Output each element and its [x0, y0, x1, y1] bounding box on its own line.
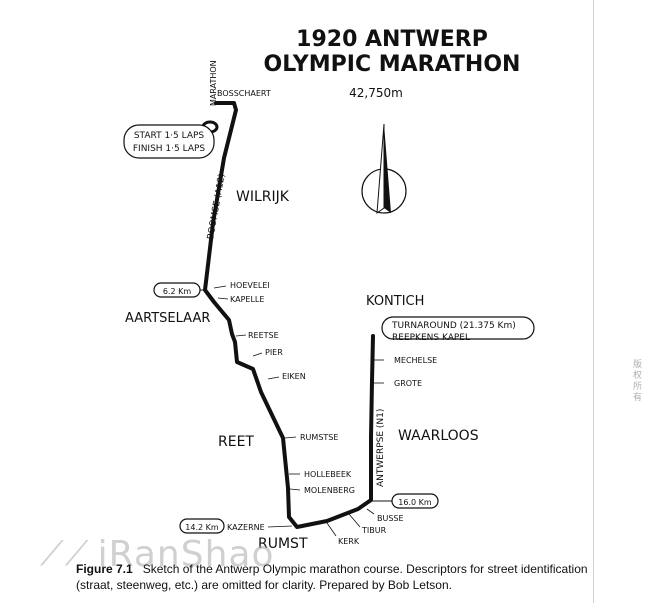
- figure-caption: Figure 7.1 Sketch of the Antwerp Olympic…: [76, 561, 596, 593]
- start-finish-callout: START 1·5 LAPS FINISH 1·5 LAPS: [123, 124, 215, 159]
- label-finish: FINISH 1·5 LAPS: [133, 144, 206, 154]
- street-eiken: EIKEN: [282, 372, 306, 381]
- course-distance: 42,750m: [349, 86, 403, 100]
- town-wilrijk: WILRIJK: [236, 189, 290, 205]
- figure-caption-text: Sketch of the Antwerp Olympic marathon c…: [76, 562, 588, 592]
- street-grote: GROTE: [394, 379, 422, 388]
- label-boomse: BOOMSE (A12): [206, 173, 227, 241]
- street-kazerne: KAZERNE: [227, 523, 265, 532]
- label-14-2-km: 14.2 Km: [185, 523, 219, 532]
- label-turnaround: TURNAROUND (21.375 Km): [391, 321, 516, 331]
- street-mechelse: MECHELSE: [394, 356, 437, 365]
- page-edge: [593, 0, 594, 603]
- marker-6-2-km: 6.2 Km: [153, 282, 201, 298]
- street-kapelle: KAPELLE: [230, 295, 264, 304]
- town-reet: REET: [218, 434, 254, 450]
- town-rumst: RUMST: [258, 536, 308, 552]
- label-16-0-km: 16.0 Km: [398, 498, 432, 507]
- north-arrow-icon: [361, 123, 407, 215]
- label-6-2-km: 6.2 Km: [163, 287, 192, 296]
- watermark-text: iRanShao: [97, 533, 275, 575]
- town-kontich: KONTICH: [366, 294, 424, 309]
- map-title-line2: OLYMPIC MARATHON: [264, 52, 521, 77]
- street-busse: BUSSE: [377, 514, 404, 523]
- town-waarloos: WAARLOOS: [398, 428, 479, 444]
- label-start: START 1·5 LAPS: [134, 131, 205, 141]
- label-bosschaert: BOSSCHAERT: [217, 89, 271, 98]
- street-molenberg: MOLENBERG: [304, 486, 355, 495]
- label-antwerpse: ANTWERPSE (N1): [376, 409, 386, 487]
- street-tibur: TIBUR: [361, 526, 387, 535]
- street-hoevelei: HOEVELEI: [230, 281, 270, 290]
- street-reetse: REETSE: [248, 331, 279, 340]
- street-rumstse: RUMSTSE: [300, 433, 338, 442]
- figure-label: Figure 7.1: [76, 562, 133, 576]
- side-note: 版权所有: [633, 360, 643, 403]
- town-aartselaar: AARTSELAAR: [125, 311, 210, 326]
- label-reepkens-kapel: REEPKENS KAPEL: [392, 333, 470, 343]
- watermark: ⟋⟋ iRanShao: [40, 532, 274, 576]
- course-route: [203, 101, 375, 529]
- marker-14-2-km: 14.2 Km: [179, 518, 225, 534]
- marker-16-0-km: 16.0 Km: [391, 493, 439, 509]
- watermark-logo-icon: ⟋⟋: [40, 534, 90, 574]
- street-hollebeek: HOLLEBEEK: [304, 470, 352, 479]
- street-pier: PIER: [265, 348, 283, 357]
- map-title-line1: 1920 ANTWERP: [296, 27, 488, 52]
- label-marathon: MARATHON: [209, 60, 218, 106]
- street-kerk: KERK: [338, 537, 360, 546]
- turnaround-callout: TURNAROUND (21.375 Km) REEPKENS KAPEL: [381, 316, 535, 343]
